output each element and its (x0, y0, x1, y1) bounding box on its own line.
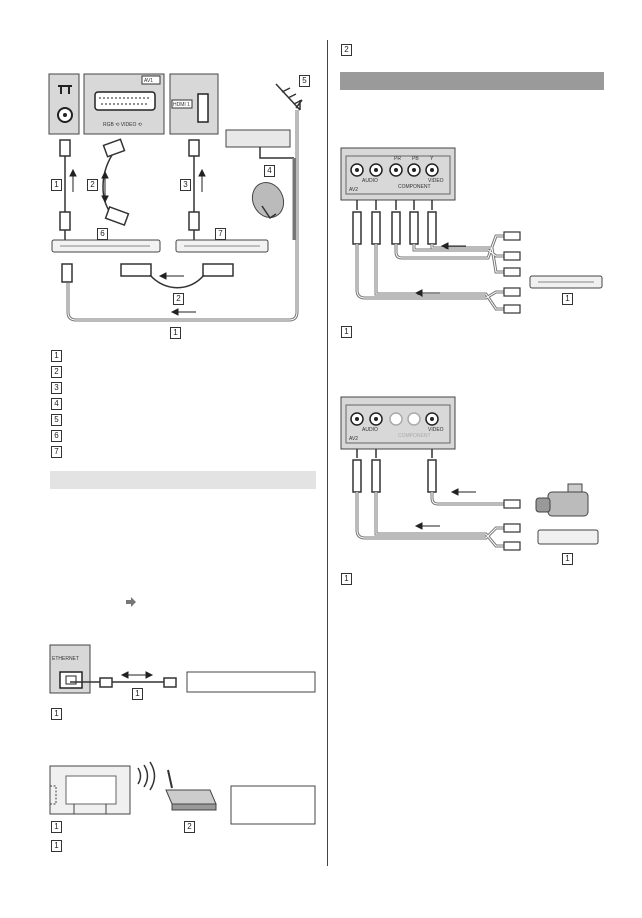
marker-1b: 1 (170, 327, 181, 339)
ethernet-cable-marker: 1 (132, 688, 143, 700)
marker-7: 7 (215, 228, 226, 240)
svg-text:PR: PR (394, 156, 401, 162)
antenna-symbol-icon (58, 85, 72, 94)
wireless-note-marker: 1 (51, 840, 62, 852)
scart-socket-icon (94, 91, 156, 111)
svg-text:COMPONENT: COMPONENT (398, 184, 431, 190)
marker-5: 5 (299, 75, 310, 87)
marker-3: 3 (180, 179, 191, 191)
set-top-box (225, 129, 291, 148)
svg-text:Y: Y (430, 156, 434, 162)
composite-note-marker: 1 (341, 573, 352, 585)
svg-text:AV2: AV2 (349, 187, 358, 193)
aerial-antenna-icon (275, 83, 303, 111)
wireless-marker-1: 1 (51, 821, 62, 833)
legend-item-5: 5 (51, 414, 62, 426)
legend-item-6: 6 (51, 430, 62, 442)
marker-6: 6 (97, 228, 108, 240)
network-section-header (50, 471, 316, 489)
hdmi-socket-icon (197, 93, 209, 123)
av-section-header (340, 72, 604, 90)
legend-item-7: 7 (51, 446, 62, 458)
scart-plug-left (120, 263, 152, 277)
marker-2b: 2 (173, 293, 184, 305)
av1-label: AV1 (144, 78, 153, 84)
marker-1: 1 (51, 179, 62, 191)
marker-4: 4 (264, 165, 275, 177)
legend-item-3: 3 (51, 382, 62, 394)
scart-caption: RGB ⟲ VIDEO ⟲ (103, 122, 143, 128)
wireless-marker-2: 2 (184, 821, 195, 833)
hdmi-label: HDMI 1 (173, 102, 190, 108)
marker-2: 2 (87, 179, 98, 191)
column-divider (327, 40, 328, 866)
svg-text:AUDIO: AUDIO (362, 178, 378, 184)
legend-item-4: 4 (51, 398, 62, 410)
antenna-terminal-panel (48, 73, 80, 135)
legend-item-1: 1 (51, 350, 62, 362)
legend-item-2: 2 (51, 366, 62, 378)
satellite-dish-icon (251, 181, 285, 220)
composite-device-marker: 1 (562, 553, 573, 565)
svg-text:VIDEO: VIDEO (428, 178, 444, 184)
scart-plug-right (202, 263, 234, 277)
component-note-marker: 1 (341, 326, 352, 338)
reference-arrow-icon (126, 597, 136, 607)
component-device-marker: 1 (562, 293, 573, 305)
svg-text:PB: PB (412, 156, 419, 162)
ethernet-note-marker: 1 (51, 708, 62, 720)
top-note-marker: 2 (341, 44, 352, 56)
